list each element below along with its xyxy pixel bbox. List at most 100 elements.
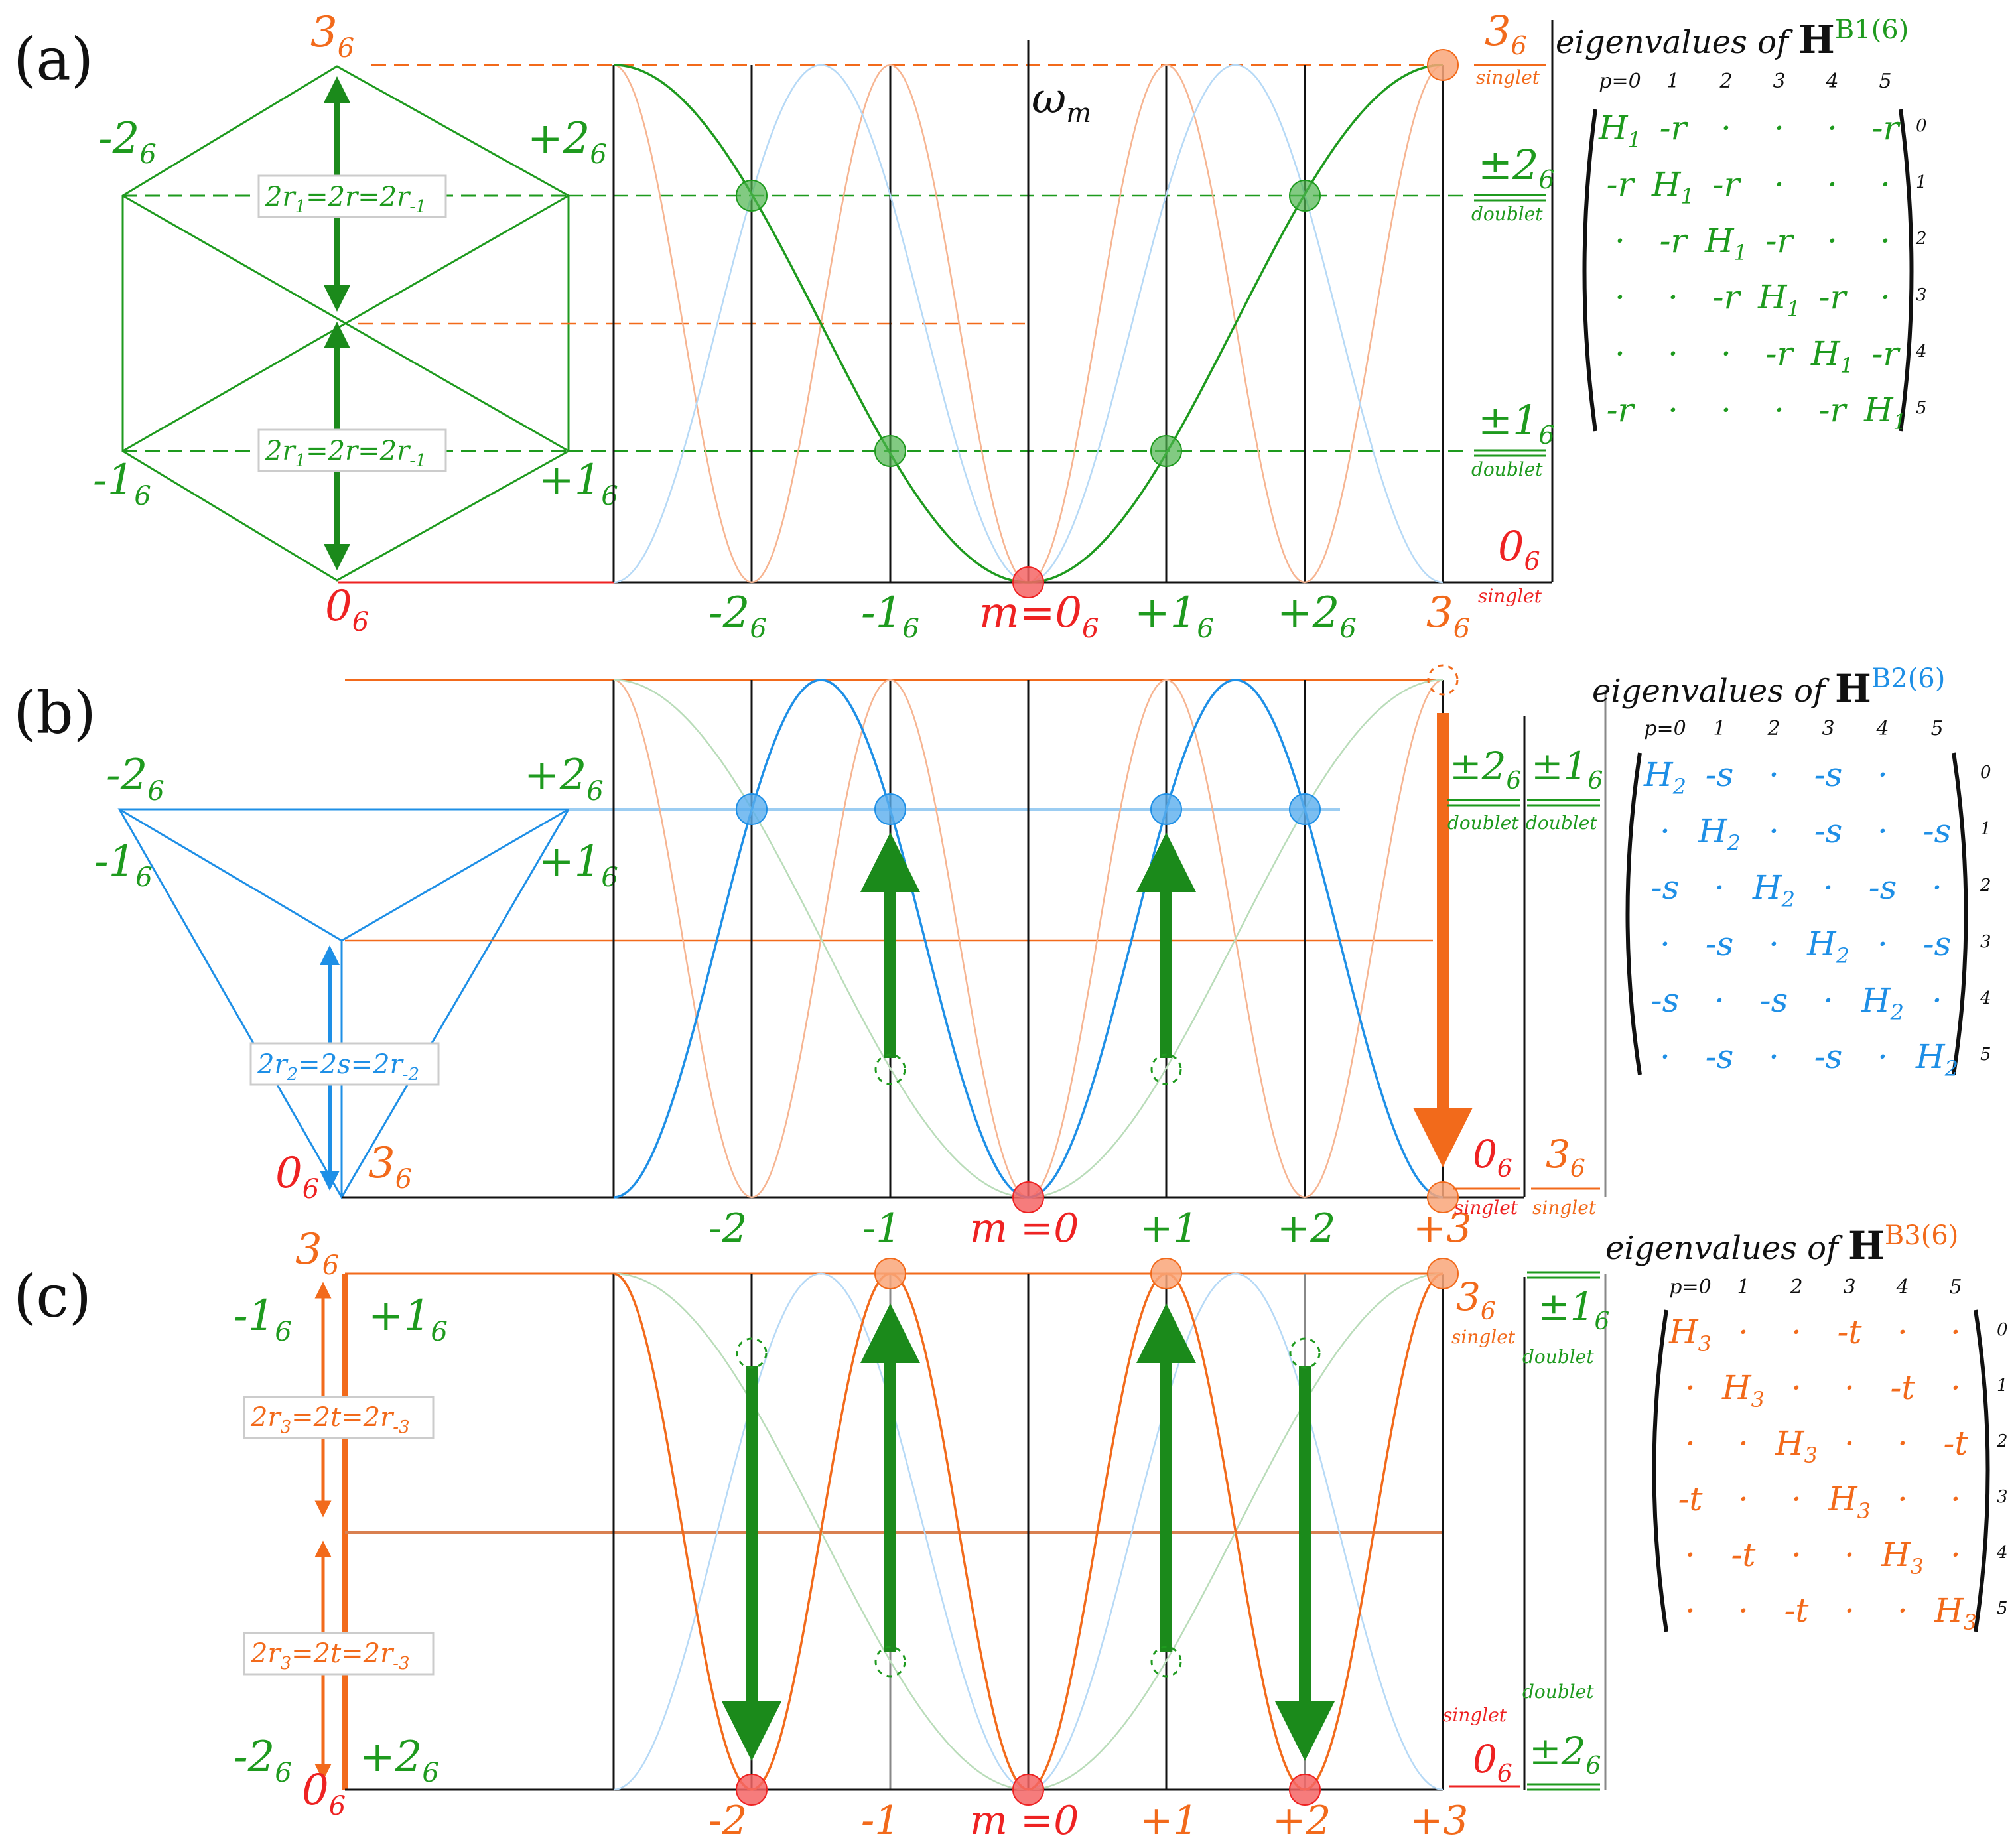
matrix-cell: · (1685, 1424, 1696, 1463)
matrix-cell: -s (1651, 868, 1680, 907)
svg-text:36: 36 (368, 1139, 412, 1195)
svg-text:±26: ±26 (1449, 744, 1521, 795)
matrix-cell: · (1774, 165, 1784, 204)
coupling-box-c-lower: 2r3=2t=2r-3 (243, 1632, 435, 1676)
svg-text:2r2=2s=2r-2: 2r2=2s=2r-2 (257, 1049, 419, 1085)
plot-a-frame (612, 20, 1554, 584)
axis-labels-c: -2 -1 m =0 +1 +2 +3 (708, 1798, 1468, 1844)
matrix-cell: H1 (1757, 278, 1800, 322)
matrix-column-index: 5 (1930, 717, 1943, 740)
dot-lower-right (1150, 435, 1182, 467)
svg-text:singlet: singlet (1454, 1197, 1518, 1218)
matrix-cell: -r (1660, 222, 1689, 260)
svg-text:doublet: doublet (1522, 1681, 1594, 1703)
matrix-row-index: 0 (1916, 116, 1927, 136)
matrix-cell: -t (1678, 1480, 1704, 1518)
matrix-cell: H3 (1934, 1591, 1977, 1635)
ghost-dot-c1 (736, 1337, 768, 1369)
svg-text:+2: +2 (1277, 1205, 1335, 1252)
svg-text:36: 36 (1546, 1132, 1585, 1183)
matrix-cell: -s (1923, 925, 1952, 963)
svg-text:+2: +2 (1272, 1798, 1331, 1844)
matrix-cell: · (1827, 222, 1838, 260)
matrix-cell: · (1721, 391, 1731, 429)
matrix-cell: · (1791, 1480, 1802, 1518)
matrix-cell: · (1660, 812, 1670, 850)
matrix-cell: -t (1838, 1313, 1863, 1351)
hex-label-lower-right: +16 (539, 456, 618, 511)
level-labels-c: 36 singlet ±16 doublet singlet doublet 0… (1443, 1271, 1609, 1791)
svg-text:-16: -16 (94, 837, 153, 893)
matrix-cell: · (1685, 1368, 1696, 1407)
matrix-row-index: 2 (1980, 876, 1991, 895)
matrix-cell: H3 (1828, 1480, 1871, 1524)
matrix-cell: · (1791, 1313, 1802, 1351)
matrix-cell: -s (1814, 756, 1843, 794)
matrix-column-index: 3 (1843, 1276, 1855, 1299)
dot-bottom (1012, 566, 1044, 598)
matrix-cell: · (1668, 278, 1678, 316)
matrix-cell: · (1738, 1313, 1749, 1351)
matrix-cell: · (1823, 981, 1834, 1020)
matrix-cell: · (1877, 756, 1888, 794)
matrix-cell: · (1721, 334, 1731, 373)
matrix-cell: · (1880, 222, 1891, 260)
matrix-cell: · (1823, 868, 1834, 907)
matrix-cell: -s (1923, 812, 1952, 850)
level-labels-b: ±26 doublet ±16 doublet 06 singlet 36 si… (1447, 744, 1603, 1218)
matrix-cell: H2 (1806, 925, 1849, 968)
dot-upper-left (736, 180, 768, 212)
matrix-cell: · (1950, 1480, 1961, 1518)
svg-text:doublet: doublet (1471, 203, 1543, 225)
svg-text:-16: -16 (861, 588, 919, 644)
svg-text:+16: +16 (539, 837, 618, 893)
svg-text:-1: -1 (862, 1205, 901, 1252)
matrix-row-index: 4 (1980, 988, 1991, 1008)
svg-text:-2: -2 (708, 1798, 747, 1844)
matrix-cell: · (1880, 165, 1891, 204)
matrix-cell: · (1615, 334, 1625, 373)
matrix-cell: · (1844, 1424, 1855, 1463)
matrix-cell: -t (1784, 1591, 1810, 1630)
level-labels-a: 36 singlet ±26 doublet ±16 doublet 06 si… (1471, 7, 1555, 607)
matrix-cell: H1 (1651, 165, 1694, 209)
matrix-cell: -s (1760, 981, 1788, 1020)
matrix-cell: · (1721, 109, 1731, 147)
svg-text:doublet: doublet (1526, 812, 1597, 834)
matrix-column-index: 1 (1713, 717, 1725, 740)
matrix-row-index: 4 (1915, 342, 1927, 362)
matrix-row-index: 5 (1997, 1599, 2008, 1618)
svg-text:singlet: singlet (1443, 1704, 1507, 1726)
omega-label: ωm (1032, 74, 1091, 129)
svg-text:06: 06 (1473, 1737, 1512, 1788)
matrix-cell: -r (1766, 334, 1795, 373)
matrix-cell: H3 (1668, 1313, 1712, 1356)
ghost-dot-c4 (1289, 1337, 1321, 1369)
matrix-cell: -s (1814, 1037, 1843, 1076)
matrix-cell: · (1897, 1591, 1908, 1630)
coupling-box-lower: 2r1=2r=2r-1 (257, 428, 447, 472)
matrix-column-index: 3 (1822, 717, 1834, 740)
axis-labels-a: -26 -16 m=06 +16 +26 36 (708, 588, 1470, 644)
matrix-cell: · (1791, 1536, 1802, 1574)
svg-text:m =0: m =0 (970, 1205, 1079, 1252)
svg-text:36: 36 (1426, 588, 1470, 644)
matrix-row-index: 3 (1980, 932, 1991, 952)
matrix-cell: · (1827, 165, 1838, 204)
matrix-cell: H2 (1643, 756, 1686, 799)
matrix-cell: -r (1713, 165, 1742, 204)
matrix-cell: -t (1944, 1424, 1969, 1463)
matrix-cell: · (1668, 391, 1678, 429)
matrix-cell: · (1774, 109, 1784, 147)
ghost-dot-left (874, 1053, 906, 1085)
svg-text:m=06: m=06 (979, 588, 1099, 644)
svg-text:36: 36 (1456, 1274, 1496, 1325)
matrix-cell: · (1950, 1536, 1961, 1574)
svg-text:m =0: m =0 (970, 1798, 1079, 1844)
matrix-column-index: p=0 (1669, 1276, 1711, 1299)
matrix-column-index: 3 (1773, 70, 1785, 93)
matrix-cell: · (1844, 1368, 1855, 1407)
